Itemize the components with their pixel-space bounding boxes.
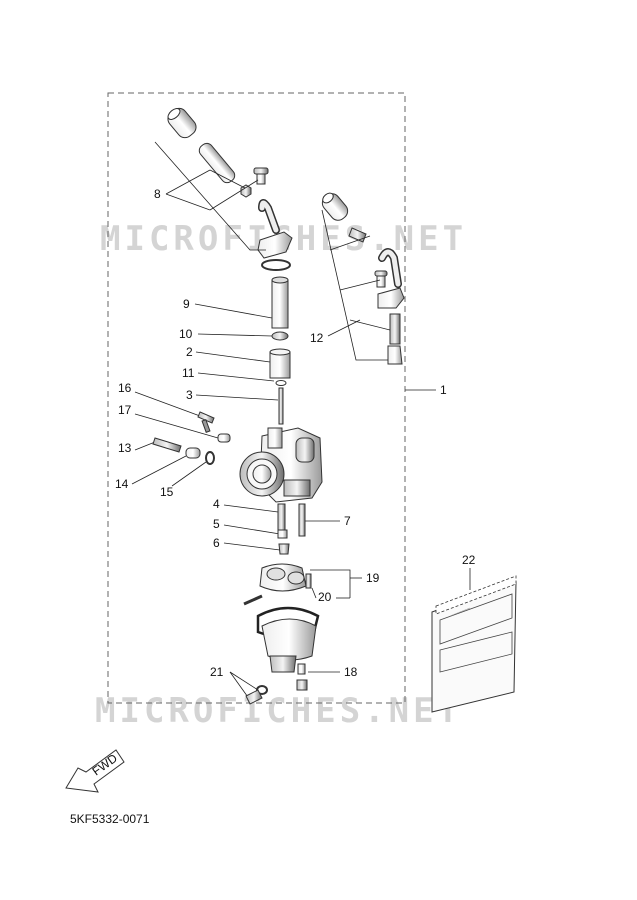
callout-4: 4	[213, 497, 279, 513]
spring-tube	[271, 279, 289, 329]
callout-8: 8	[154, 141, 266, 251]
svg-text:1: 1	[440, 383, 447, 397]
svg-text:21: 21	[210, 665, 224, 679]
jet-needle	[278, 387, 284, 425]
svg-text:6: 6	[213, 536, 220, 550]
svg-text:12: 12	[310, 331, 324, 345]
assembly-boundary	[107, 92, 406, 704]
callout-11: 11	[182, 366, 275, 382]
watermark-bottom: MICROFICHES.NET	[95, 691, 462, 731]
carburetor-body	[239, 427, 323, 503]
throttle-valve	[269, 351, 291, 379]
callout-13: 13	[118, 441, 156, 455]
callout-10: 10	[179, 327, 273, 341]
spring-tube-top	[271, 276, 289, 284]
callout-19: 19	[310, 569, 380, 598]
float-bowl	[261, 618, 317, 675]
needle-clip	[271, 331, 289, 341]
callout-2: 2	[186, 345, 271, 363]
callout-20: 20	[311, 587, 350, 604]
idle-spring	[217, 433, 231, 443]
callout-6: 6	[213, 536, 281, 551]
callout-15: 15	[160, 461, 207, 499]
fwd-arrow-icon: FWD	[65, 749, 125, 793]
svg-text:13: 13	[118, 441, 132, 455]
diagram-code: 5KF5332-0071	[70, 812, 150, 826]
bowl-screw	[245, 689, 263, 705]
svg-text:11: 11	[182, 366, 195, 380]
svg-text:20: 20	[318, 590, 332, 604]
callout-3: 3	[186, 388, 279, 402]
pilot-spring	[185, 447, 201, 459]
svg-text:7: 7	[344, 514, 351, 528]
callout-9: 9	[183, 297, 273, 319]
svg-text:19: 19	[366, 571, 380, 585]
svg-text:15: 15	[160, 485, 174, 499]
idle-screw	[197, 411, 215, 424]
svg-text:5: 5	[213, 517, 220, 531]
svg-text:16: 16	[118, 381, 132, 395]
cable-kit-left	[167, 107, 293, 271]
callout-1: 1	[405, 383, 447, 397]
svg-text:9: 9	[183, 297, 190, 311]
pilot-washer	[205, 451, 215, 465]
parts-bag	[431, 575, 517, 713]
callout-7: 7	[305, 514, 351, 528]
needle-washer	[275, 380, 287, 386]
pilot-jet	[298, 503, 306, 537]
svg-text:18: 18	[344, 665, 358, 679]
svg-text:22: 22	[462, 553, 476, 567]
svg-text:4: 4	[213, 497, 220, 511]
svg-text:10: 10	[179, 327, 193, 341]
main-jet	[278, 543, 290, 555]
cable-kit-right	[321, 192, 405, 365]
callout-22: 22	[462, 553, 476, 590]
callout-16: 16	[118, 381, 201, 417]
float-assembly	[243, 563, 312, 606]
callout-17: 17	[118, 403, 219, 439]
pilot-screw	[152, 437, 182, 453]
callout-5: 5	[213, 517, 281, 535]
svg-text:17: 17	[118, 403, 132, 417]
svg-text:8: 8	[154, 187, 161, 201]
svg-text:3: 3	[186, 388, 193, 402]
svg-text:2: 2	[186, 345, 193, 359]
svg-text:14: 14	[115, 477, 129, 491]
callout-12: 12	[310, 209, 391, 361]
callout-14: 14	[115, 455, 187, 491]
drain-screw	[296, 679, 308, 691]
callout-18: 18	[308, 665, 358, 679]
jet-holder	[277, 529, 288, 539]
